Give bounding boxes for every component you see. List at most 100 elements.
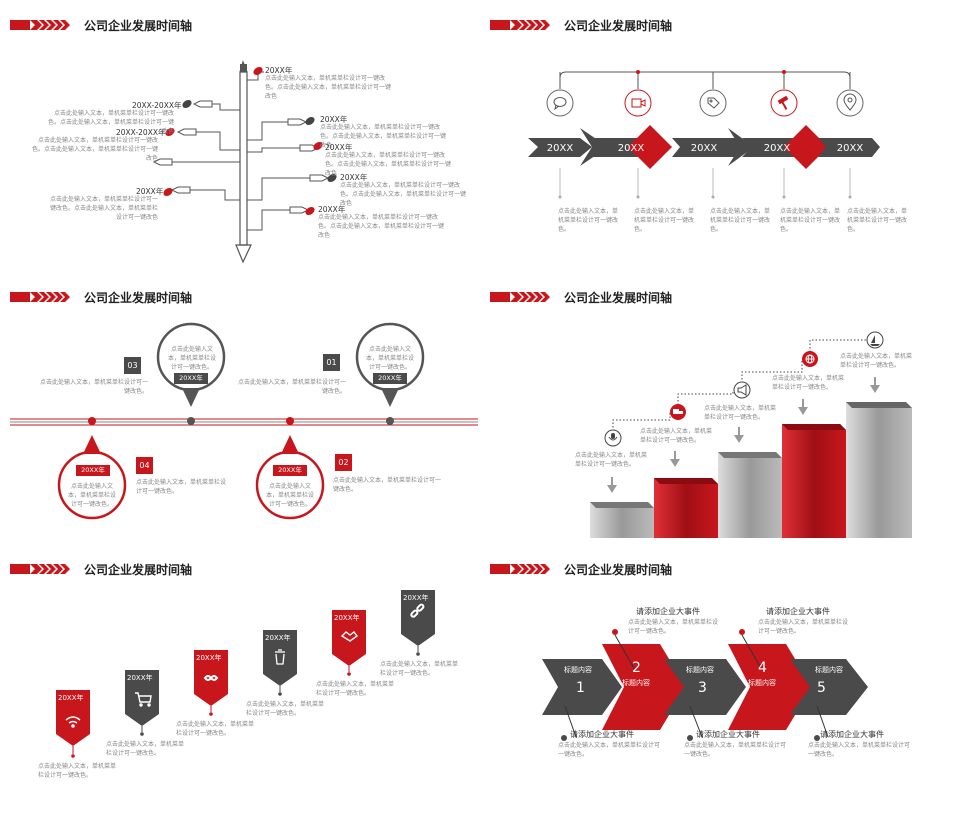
date-label: 20XX年 (265, 66, 293, 75)
arrow-title: 标题内容 (686, 666, 714, 674)
chat-icon (553, 97, 567, 111)
year-label: 20XX年 (265, 634, 291, 642)
bubble-text: 点击此处输入文本，单机菜单栏设计可一键改色。 (67, 483, 116, 508)
item-desc: 点击此处输入文本，单机菜单栏设计可一键改色。点击此处输入文本，单机菜单栏设计可一… (49, 196, 158, 221)
chevrons-decoration (490, 564, 550, 574)
slide-bubble-timeline: 公司企业发展时间轴 点击此处输入文本，单机菜单栏设计可一键改色。 20XX年 点… (0, 272, 480, 544)
side-text: 点击此处输入文本，单机菜单栏设计可一键改色。 (40, 379, 149, 395)
item-desc: 点击此处输入文本，单机菜单栏设计可一键改色。 (772, 375, 845, 391)
pencil-diagram (152, 60, 337, 264)
item-desc: 点击此处输入文本，单机菜单栏设计可一键改色。 (704, 405, 777, 421)
year-badge: 20XX年 (174, 373, 208, 384)
arrow-title: 标题内容 (622, 679, 650, 687)
number-box: 04 (136, 457, 153, 474)
page-title: 公司企业发展时间轴 (84, 563, 193, 577)
chevrons-decoration (490, 20, 550, 30)
date-label: 20XX年 (318, 205, 346, 214)
cart-icon (135, 692, 152, 707)
year-label: 20XX年 (127, 674, 153, 682)
side-text: 点击此处输入文本，单机菜单栏设计可一键改色。 (333, 477, 442, 493)
arrow-ribbon: 20XX 20XX 20XX 20XX 20XX (528, 70, 880, 199)
item-desc: 点击此处输入文本，单机菜单栏设计可一键改色。 (640, 428, 713, 444)
football-icon (163, 66, 337, 216)
item-desc: 点击此处输入文本，单机菜单栏设计可一键改色。点击此处输入文本，单机菜单栏设计可一… (325, 152, 452, 177)
item-desc: 点击此处输入文本，单机菜单栏设计可一键改色。点击此处输入文本，单机菜单栏设计可一… (340, 182, 467, 207)
item-desc: 点击此处输入文本，单机菜单栏设计可一键改色。 (575, 452, 648, 468)
date-label: 20XX-20XX年 (116, 128, 166, 137)
tag-icon (707, 97, 720, 109)
slide-pencil-timeline: 公司企业发展时间轴 (0, 0, 480, 272)
number-box: 03 (124, 357, 141, 374)
arrow-title: 标题内容 (815, 666, 843, 674)
page-title: 公司企业发展时间轴 (564, 291, 673, 305)
event-desc: 点击此处输入文本，单机菜单栏设计可一键改色。 (808, 742, 911, 758)
arrow-number: 1 (576, 680, 585, 696)
year-label: 20XX (618, 143, 645, 154)
year-label: 20XX年 (196, 654, 222, 662)
page-title: 公司企业发展时间轴 (84, 291, 193, 305)
side-text: 点击此处输入文本，单机菜单栏设计可一键改色。 (238, 379, 347, 395)
item-desc: 点击此处输入文本，单机菜单栏设计可一键改色。点击此处输入文本，单机菜单栏设计可一… (318, 214, 445, 239)
event-title: 请添加企业大事件 (696, 730, 760, 739)
item-desc: 点击此处输入文本，单机菜单栏设计可一键改色。 (38, 763, 117, 779)
year-label: 20XX年 (403, 594, 429, 602)
slide-chevron-timeline: 公司企业发展时间轴 标题内容 1 2 标题内容 标题内容 3 4 标题内容 标题… (480, 544, 960, 816)
microphone-icon (608, 433, 618, 441)
date-label: 20XX年 (340, 173, 368, 182)
year-label: 20XX年 (334, 614, 360, 622)
item-desc: 点击此处输入文本，单机菜单栏设计可一键改色。 (106, 741, 185, 757)
item-desc: 点击此处输入文本，单机菜单栏设计可一键改色。点击此处输入文本，单机菜单栏设计可一… (31, 137, 158, 162)
year-label: 20XX (547, 143, 574, 154)
slide-arrow-timeline: 公司企业发展时间轴 20XX 20XX 20XX 2 (480, 0, 960, 272)
arrow-title: 标题内容 (564, 666, 592, 674)
megaphone-icon (737, 384, 747, 396)
event-title: 请添加企业大事件 (636, 607, 700, 616)
year-label: 20XX (764, 143, 791, 154)
number-box: 01 (323, 354, 340, 371)
item-desc: 点击此处输入文本，单机菜单栏设计可一键改色。点击此处输入文本，单机菜单栏设计可一… (320, 124, 447, 149)
chevrons-decoration (490, 292, 550, 302)
date-label: 20XX-20XX年 (132, 101, 182, 110)
year-label: 20XX (691, 143, 718, 154)
event-desc: 点击此处输入文本，单机菜单栏设计可一键改色。 (558, 742, 661, 758)
year-label: 20XX年 (58, 694, 84, 702)
trash-icon (275, 649, 285, 665)
event-desc: 点击此处输入文本，单机菜单栏设计可一键改色。 (628, 619, 719, 635)
bubble-text: 点击此处输入文本，单机菜单栏设计可一键改色。 (365, 346, 414, 371)
truck-icon (673, 409, 683, 414)
chevron-arrows (542, 629, 868, 741)
item-desc: 点击此处输入文本，单机菜单栏设计可一键改色。点击此处输入文本，单机菜单栏设计可一… (265, 75, 392, 100)
date-label: 20XX年 (320, 115, 348, 124)
globe-icon (805, 354, 815, 364)
item-desc: 点击此处输入文本，单机菜单栏设计可一键改色。 (316, 681, 395, 697)
event-desc: 点击此处输入文本，单机菜单栏设计可一键改色。 (684, 742, 787, 758)
item-desc: 点击此处输入文本，单机菜单栏设计可一键改色。 (780, 208, 841, 233)
item-desc: 点击此处输入文本，单机菜单栏设计可一键改色。 (710, 208, 771, 233)
slide-tag-timeline: 公司企业发展时间轴 20XX年 20XX年 20XX年 20XX年 20XX年 … (0, 544, 480, 816)
bubble-text: 点击此处输入文本，单机菜单栏设计可一键改色。 (265, 483, 314, 508)
side-text: 点击此处输入文本，单机菜单栏设计可一键改色。 (136, 479, 227, 495)
hammer-icon (777, 95, 789, 110)
item-desc: 点击此处输入文本，单机菜单栏设计可一键改色。 (847, 208, 908, 233)
page-title: 公司企业发展时间轴 (84, 19, 193, 33)
item-desc: 点击此处输入文本，单机菜单栏设计可一键改色。 (840, 353, 913, 369)
arrow-number: 2 (632, 660, 641, 676)
link-icon (410, 603, 425, 618)
item-desc: 点击此处输入文本，单机菜单栏设计可一键改色。 (634, 208, 695, 233)
date-label: 20XX年 (325, 143, 353, 152)
bars-3d (590, 331, 912, 538)
sailboat-icon (870, 335, 880, 346)
arrow-number: 3 (698, 680, 707, 696)
handshake-icon (340, 631, 358, 642)
year-badge: 20XX年 (273, 465, 307, 476)
item-desc: 点击此处输入文本，单机菜单栏设计可一键改色。 (380, 661, 459, 677)
number-box: 02 (335, 454, 352, 471)
chevrons-decoration (10, 20, 70, 30)
page-title: 公司企业发展时间轴 (564, 563, 673, 577)
page-title: 公司企业发展时间轴 (564, 19, 673, 33)
bubble-text: 点击此处输入文本，单机菜单栏设计可一键改色。 (167, 346, 216, 371)
tag-staircase (56, 590, 435, 758)
event-title: 请添加企业大事件 (766, 607, 830, 616)
item-desc: 点击此处输入文本，单机菜单栏设计可一键改色。 (558, 208, 619, 233)
date-label: 20XX年 (136, 187, 164, 196)
